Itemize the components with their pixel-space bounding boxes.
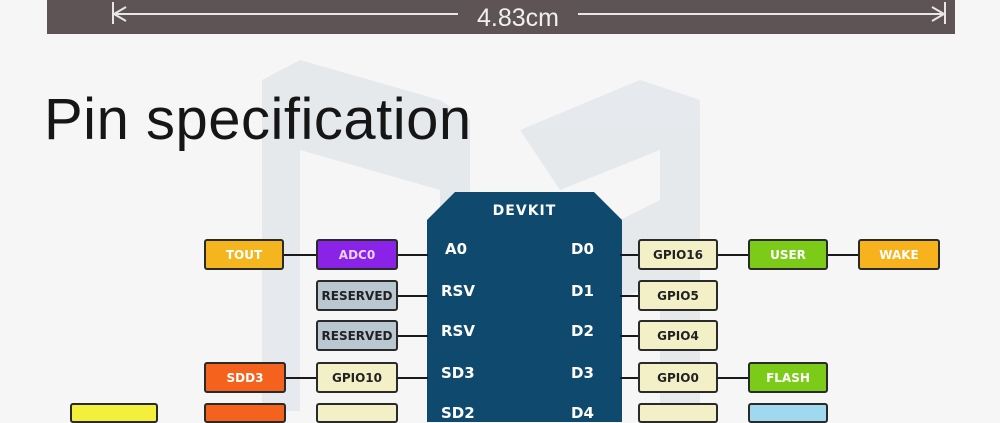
wire	[620, 377, 638, 379]
reserved-label-1: RESERVED	[316, 280, 398, 311]
dimension-arrows	[112, 6, 946, 22]
wake-label: WAKE	[858, 239, 940, 270]
pin-label-d3: D3	[571, 364, 594, 382]
wire	[718, 254, 748, 256]
partial-box	[70, 403, 158, 423]
wire	[398, 254, 428, 256]
wire	[620, 335, 638, 337]
gpio16-label: GPIO16	[638, 239, 718, 270]
partial-box	[748, 403, 828, 423]
pin-label-d0: D0	[571, 240, 594, 258]
gpio0-label: GPIO0	[638, 362, 718, 393]
dimension-label: 4.83cm	[458, 3, 578, 33]
wire	[284, 254, 316, 256]
reserved-label-2: RESERVED	[316, 320, 398, 351]
board-label: DEVKIT	[492, 203, 557, 219]
gpio5-label: GPIO5	[638, 280, 718, 311]
pin-label-rsv-1: RSV	[441, 282, 475, 300]
partial-box	[316, 403, 398, 423]
sdd3-label: SDD3	[204, 362, 286, 393]
pin-label-sd2: SD2	[441, 404, 475, 422]
wire	[398, 335, 428, 337]
pin-label-d1: D1	[571, 282, 594, 300]
wire	[398, 377, 428, 379]
wire	[620, 295, 638, 297]
arrow-left-icon	[112, 6, 127, 22]
user-label: USER	[748, 239, 828, 270]
wire	[398, 295, 428, 297]
page-title: Pin specification	[44, 87, 472, 152]
arrow-right-icon	[931, 6, 946, 22]
wire	[828, 254, 858, 256]
pin-label-d4: D4	[571, 404, 594, 422]
pin-label-rsv-2: RSV	[441, 322, 475, 340]
wire	[286, 377, 316, 379]
gpio4-label: GPIO4	[638, 320, 718, 351]
flash-label: FLASH	[748, 362, 828, 393]
pin-label-sd3: SD3	[441, 364, 475, 382]
tout-label: TOUT	[204, 239, 284, 270]
partial-box	[638, 403, 718, 423]
partial-box	[204, 403, 286, 423]
wire	[620, 254, 638, 256]
pin-label-d2: D2	[571, 322, 594, 340]
adc0-label: ADC0	[316, 239, 398, 270]
pin-label-a0: A0	[445, 240, 468, 258]
devkit-board	[427, 192, 622, 422]
wire	[718, 377, 748, 379]
gpio10-label: GPIO10	[316, 362, 398, 393]
